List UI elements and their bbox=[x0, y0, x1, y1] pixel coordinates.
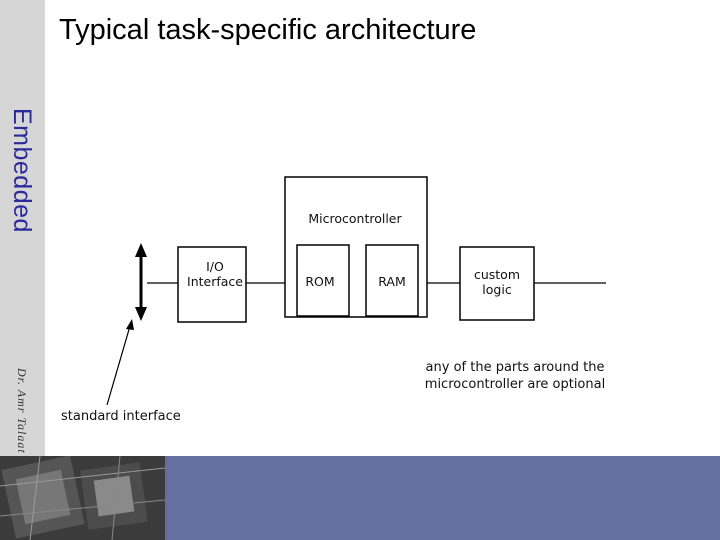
footer-bar bbox=[165, 456, 720, 540]
ram-label: RAM bbox=[378, 274, 406, 289]
rom-label: ROM bbox=[305, 274, 335, 289]
ram-box bbox=[365, 244, 419, 317]
bus-arrow-down-icon bbox=[135, 307, 147, 321]
rom-box bbox=[296, 244, 350, 317]
io-label-line2: Interface bbox=[187, 274, 243, 289]
optional-note-line1: any of the parts around the bbox=[425, 360, 605, 375]
custom-label-line1: custom bbox=[473, 267, 521, 282]
author-credit: Dr. Amr Talaat bbox=[15, 368, 29, 454]
custom-logic-box bbox=[459, 246, 535, 321]
slide-title: Typical task-specific architecture bbox=[59, 14, 477, 46]
sidebar: Embedded Systems Dr. Amr Talaat bbox=[0, 0, 45, 456]
footer-circuit-image bbox=[0, 456, 165, 540]
custom-label-line2: logic bbox=[482, 282, 512, 297]
io-label-line1: I/O bbox=[206, 259, 224, 274]
sidebar-title: Embedded Systems bbox=[8, 108, 36, 233]
pointer-arrowhead-icon bbox=[126, 319, 134, 330]
optional-note-line2: microcontroller are optional bbox=[424, 377, 606, 392]
bus-arrow-up-icon bbox=[135, 243, 147, 257]
microcontroller-box bbox=[284, 176, 428, 318]
standard-interface-label: standard interface bbox=[61, 409, 181, 424]
standard-interface-pointer bbox=[106, 325, 131, 406]
io-interface-box bbox=[177, 246, 247, 323]
microcontroller-label: Microcontroller bbox=[308, 211, 402, 226]
architecture-diagram bbox=[106, 176, 606, 406]
